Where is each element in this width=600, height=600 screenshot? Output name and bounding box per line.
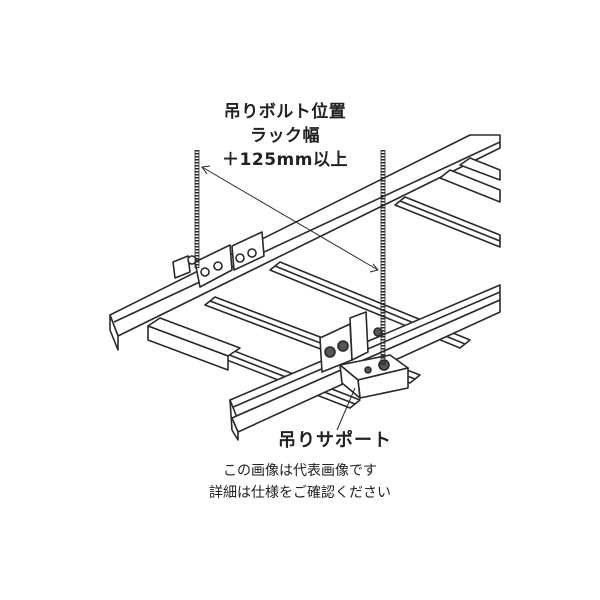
bolt-position-line3: ＋125mm以上 [222, 150, 348, 170]
right-hanging-bolt [380, 150, 386, 365]
support-label: 吊りサポート [278, 430, 392, 451]
check-specs-note: 詳細は仕様をご確認ください [209, 485, 391, 501]
representative-image-note: この画像は代表画像です [223, 463, 377, 479]
far-rail-splice-plate [194, 231, 265, 288]
far-side-rail [109, 134, 501, 351]
support-clamp [319, 311, 383, 373]
bolt-position-line1: 吊りボルト位置 [223, 102, 347, 122]
bolt-position-label: 吊りボルト位置 ラック幅 ＋125mm以上 [190, 100, 380, 172]
support-leader-line [336, 387, 356, 431]
left-hanging-bolt [194, 150, 200, 268]
hanging-bolts [194, 150, 386, 365]
near-rail-left-segment [147, 317, 241, 371]
left-hanger-bracket [172, 255, 197, 279]
hanging-support-channel [339, 354, 409, 399]
bolt-position-line2: ラック幅 [250, 126, 320, 146]
dimension-arrow [201, 165, 379, 273]
